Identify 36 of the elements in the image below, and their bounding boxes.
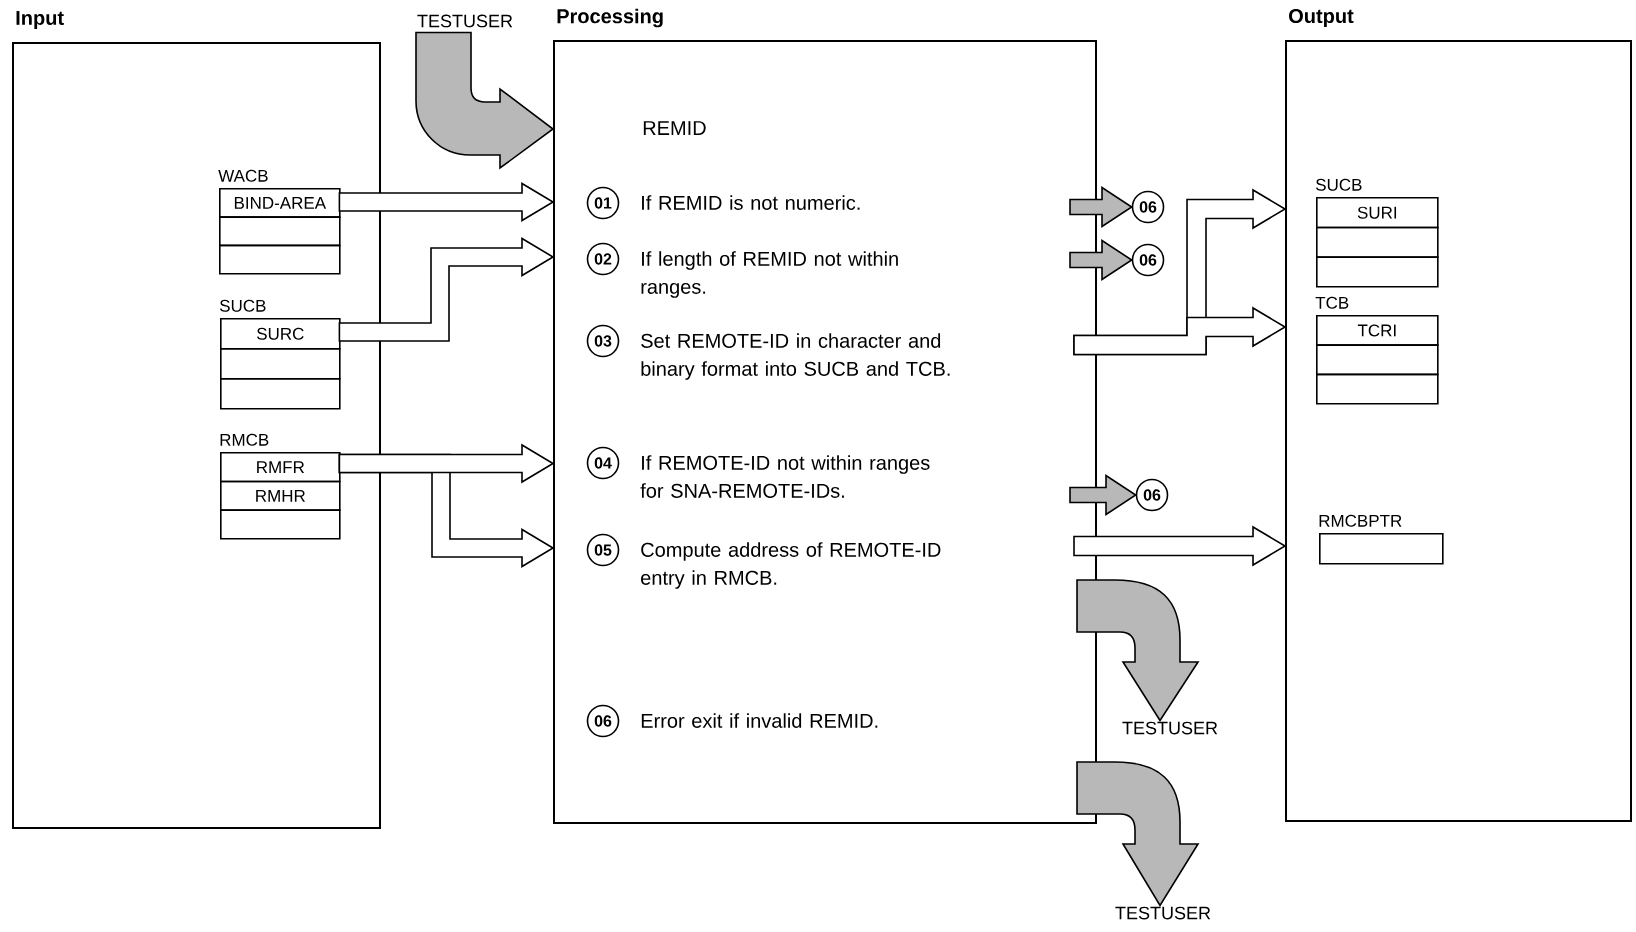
- hollow-arrow: [338, 443, 555, 484]
- hollow-arrow: [338, 237, 555, 342]
- table-heading: SUCB: [1316, 178, 1362, 191]
- module-label: TESTUSER: [417, 14, 513, 28]
- step-text: If REMID is not numeric.: [642, 195, 860, 210]
- shaded-arrow: [1069, 186, 1134, 228]
- module-label: TESTUSER: [1115, 906, 1211, 920]
- step-text: If length of REMID not within ranges.: [641, 251, 898, 298]
- curved-arrow: [415, 31, 554, 169]
- step-text: Compute address of REMOTE-ID entry in RMCB.: [641, 542, 941, 589]
- table-heading: WACB: [218, 169, 268, 182]
- table-cell: SURI: [1316, 197, 1439, 229]
- step-text: Error exit if invalid REMID.: [641, 713, 878, 728]
- table-heading: TCB: [1315, 296, 1349, 309]
- table-cell: TCRI: [1316, 315, 1439, 346]
- module-label: TESTUSER: [1122, 721, 1218, 735]
- step-text: Set REMOTE-ID in character and binary format into SUCB and TCB.: [641, 333, 950, 380]
- section-heading: REMID: [643, 121, 706, 135]
- table-cell: BIND-AREA: [219, 188, 341, 218]
- hollow-arrow: [1073, 306, 1287, 356]
- hollow-arrow: [1073, 525, 1287, 567]
- curved-arrow: [1076, 761, 1199, 907]
- panel-heading: Processing: [557, 8, 663, 28]
- table-cell: SURC: [220, 318, 341, 350]
- table-heading: RMCB: [220, 433, 269, 446]
- shaded-arrow: [1069, 239, 1134, 281]
- step-text: If REMOTE-ID not within ranges for SNA-REMOTE-IDs.: [640, 455, 930, 498]
- curved-arrow: [1076, 579, 1199, 722]
- table-heading: RMCBPTR: [1319, 514, 1402, 527]
- hollow-arrow: [338, 182, 555, 222]
- panel-heading: Output: [1289, 8, 1354, 28]
- panel-heading: Input: [16, 11, 64, 29]
- table-cell: RMFR: [220, 452, 341, 483]
- table-cell: RMHR: [220, 480, 341, 511]
- table-heading: SUCB: [219, 299, 266, 312]
- shaded-arrow: [1069, 474, 1138, 516]
